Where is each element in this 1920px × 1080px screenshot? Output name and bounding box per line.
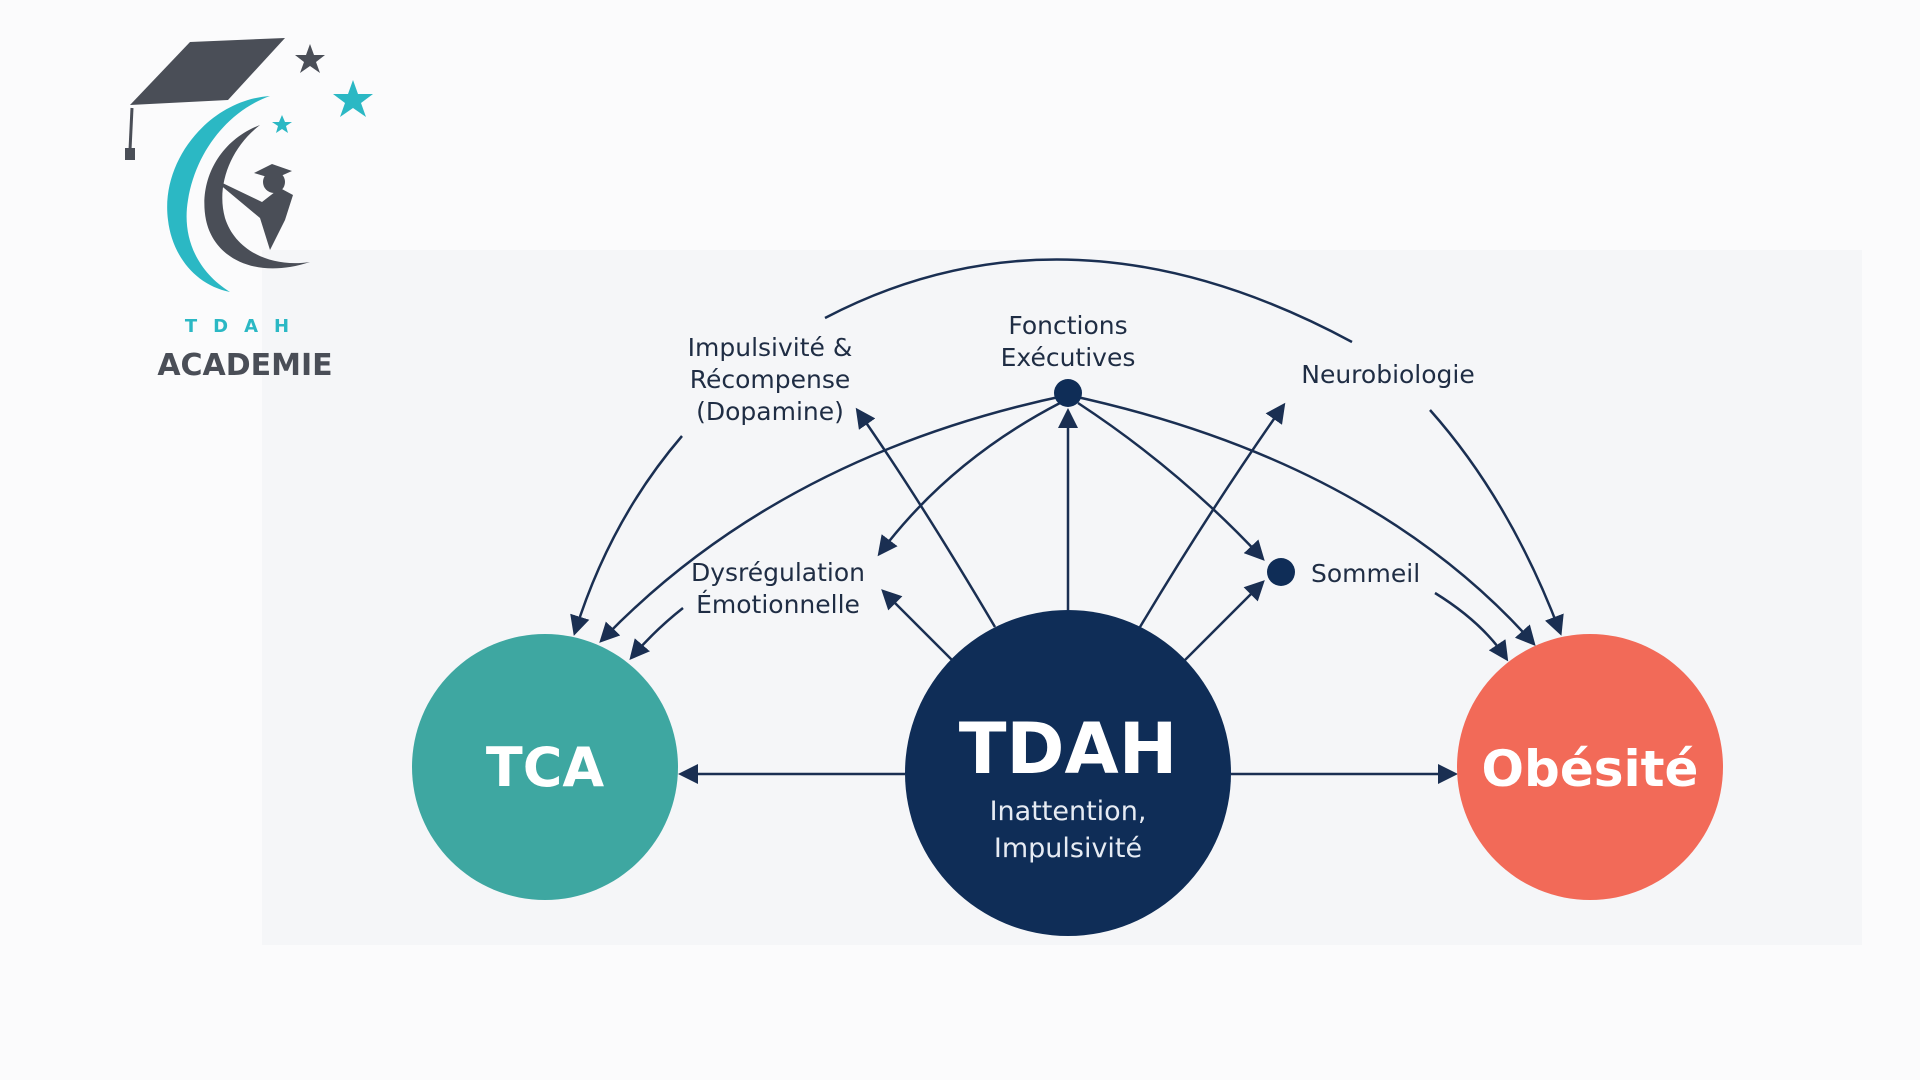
impulsivite-label-line1: Impulsivité & xyxy=(688,333,853,362)
edge-tdah-dysregulation xyxy=(881,589,953,661)
tdah-title: TDAH xyxy=(959,708,1178,790)
edge-dysregulation-tca xyxy=(629,607,684,661)
logo-title: ACADEMIE xyxy=(157,348,333,383)
edge-tdah-sommeil xyxy=(1184,580,1265,661)
dysregulation-label-line2: Émotionnelle xyxy=(696,590,860,619)
edge-sommeil-obesite xyxy=(1434,591,1509,662)
impulsivite-label-line2: Récompense xyxy=(690,365,851,394)
obesite-label: Obésité xyxy=(1482,740,1699,798)
neurobiologie-label: Neurobiologie xyxy=(1301,360,1475,389)
cap-tassel-icon xyxy=(128,107,134,151)
edge-neurobiologie-obesite xyxy=(1429,409,1564,636)
graduation-cap-icon xyxy=(130,38,285,105)
crescent-teal-icon xyxy=(167,96,270,292)
edge-fonctions-sommeil xyxy=(1077,401,1265,561)
fonctions-label-line2: Exécutives xyxy=(1001,343,1136,372)
cap-tassel-end-icon xyxy=(125,148,135,160)
fonctions-label-line1: Fonctions xyxy=(1008,311,1127,340)
edge-fonctions-obesite xyxy=(1067,393,1536,646)
tdah-subtitle-line1: Inattention, xyxy=(990,796,1147,827)
star-icon xyxy=(333,80,373,117)
logo-graphic xyxy=(125,38,373,292)
tdah-subtitle-line2: Impulsivité xyxy=(994,833,1142,864)
tca-node xyxy=(412,634,678,900)
figure-icon xyxy=(212,178,293,250)
dysregulation-label-line1: Dysrégulation xyxy=(691,558,865,587)
sommeil-junction-dot xyxy=(1267,558,1295,586)
crescent-dark-icon xyxy=(204,125,310,269)
small-cap-icon xyxy=(254,164,292,179)
top-arc-edge xyxy=(824,258,1353,344)
edge-tdah-neurobiologie xyxy=(1138,402,1286,628)
impulsivite-label-line3: (Dopamine) xyxy=(696,397,844,426)
obesite-node xyxy=(1457,634,1723,900)
logo-tagline: TDAH xyxy=(184,316,306,337)
edge-fonctions-dysregulation xyxy=(877,401,1061,557)
fonctions-junction-dot xyxy=(1054,379,1082,407)
star-icon xyxy=(272,115,292,133)
tca-label: TCA xyxy=(486,736,604,799)
star-icon xyxy=(295,44,325,73)
sommeil-label: Sommeil xyxy=(1311,559,1420,588)
edge-impulsivite-tca xyxy=(570,435,683,636)
tdah-node xyxy=(905,610,1231,936)
edge-fonctions-tca xyxy=(599,393,1069,643)
edge-tdah-impulsivite xyxy=(855,407,997,628)
